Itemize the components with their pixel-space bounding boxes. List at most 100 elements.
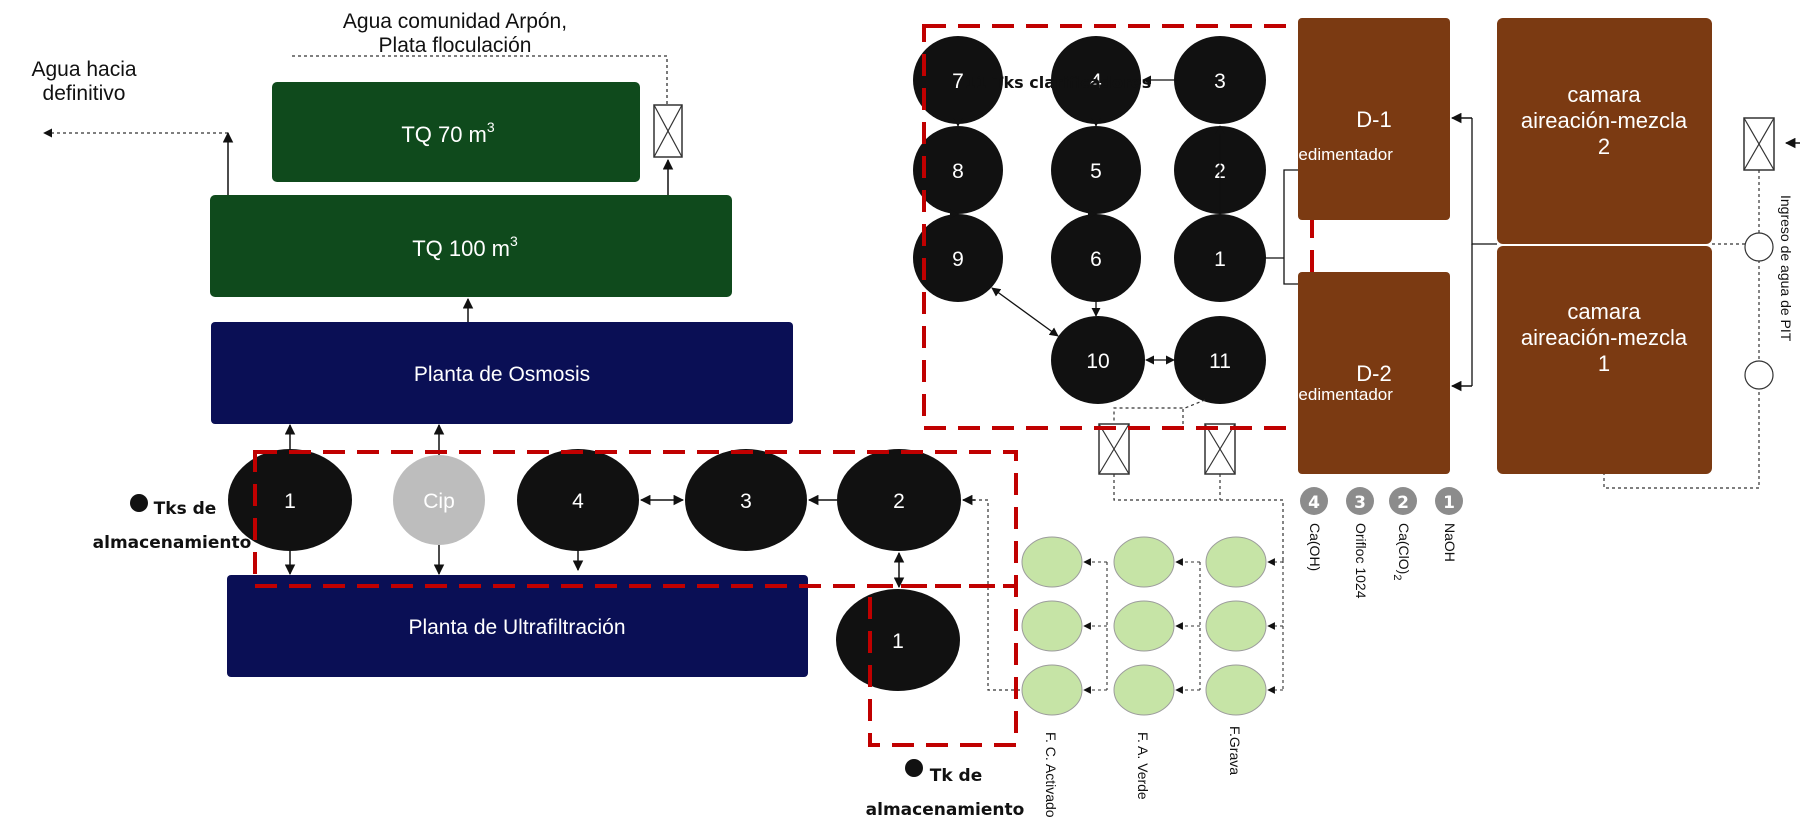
- storage-tank-3: 3: [685, 449, 807, 551]
- svg-text:4: 4: [572, 490, 584, 513]
- svg-text:1: 1: [1214, 248, 1226, 271]
- aeration-2-line2: aireación-mezcla: [1521, 108, 1688, 133]
- chemical-name-2: Ca(ClO)2: [1391, 523, 1412, 580]
- definitive-water-label-2: definitivo: [43, 82, 126, 105]
- aeration-chamber-1: [1497, 246, 1712, 474]
- ultrafiltration-plant-label: Planta de Ultrafiltración: [408, 616, 625, 639]
- clarifier-outlet-line: [1113, 399, 1206, 424]
- clarifier-1: 1: [1174, 214, 1266, 302]
- tks-bullet: [130, 494, 148, 512]
- valve-icon: [1204, 423, 1236, 475]
- clarifier-10: 10: [1051, 316, 1145, 404]
- svg-text:2: 2: [893, 490, 905, 513]
- chemical-badge-4: 4: [1300, 487, 1328, 515]
- ultrafiltration-plant: [227, 575, 808, 677]
- chemical-badge-2: 2: [1389, 487, 1417, 515]
- inlet-label: Ingreso de agua de PIT: [1778, 195, 1794, 342]
- sedimenter-d1: [1298, 18, 1450, 220]
- svg-text:3: 3: [1214, 70, 1226, 93]
- storage-tank-1: 1: [228, 449, 352, 551]
- valves-to-filters-line: [1113, 474, 1284, 560]
- clarifier-7: 7: [913, 36, 1003, 124]
- clarifiers-highlight: [922, 24, 1314, 430]
- filter-label-gravel: F.Grava: [1227, 726, 1243, 775]
- sedimenter-d2-label: D-2: [1356, 361, 1391, 386]
- tq100-label: TQ 100 m3: [412, 233, 518, 261]
- clarifier-9: 9: [913, 214, 1003, 302]
- storage-tank-below: 1: [836, 589, 960, 691]
- chemical-badge-1: 1: [1435, 487, 1463, 515]
- storage-tank-4: 4: [517, 449, 639, 551]
- storage-tank-2: 2: [837, 449, 961, 551]
- aeration-2-line1: camara: [1567, 82, 1641, 107]
- aeration-split-line: [1471, 118, 1497, 245]
- clarifier-3: 3: [1174, 36, 1266, 124]
- chemical-name-3: Orifloc 1024: [1353, 523, 1369, 599]
- svg-text:4: 4: [1308, 493, 1320, 513]
- svg-text:9: 9: [952, 248, 964, 271]
- tks-callout-line2: almacenamiento: [93, 533, 252, 553]
- chemical-name-4: Ca(OH): [1307, 523, 1323, 571]
- arrow-c9-c10: [991, 287, 1059, 337]
- svg-text:6: 6: [1090, 248, 1102, 271]
- svg-text:Cip: Cip: [423, 490, 455, 513]
- aeration-2-line3: 2: [1598, 134, 1610, 159]
- flow-meter-icon: [1744, 232, 1774, 262]
- svg-text:3: 3: [740, 490, 752, 513]
- tks-callout-line1: Tks de: [154, 499, 217, 519]
- svg-text:8: 8: [952, 160, 964, 183]
- svg-text:5: 5: [1090, 160, 1102, 183]
- clarifiers-title: 11 Tks clarificadores: [965, 73, 1151, 92]
- clarifier-outlet-branch: [1182, 408, 1184, 424]
- filters-to-tank2-line: [963, 499, 1020, 691]
- valve-icon: [653, 104, 683, 158]
- aeration-1-line1: camara: [1567, 299, 1641, 324]
- osmosis-plant-label: Planta de Osmosis: [414, 363, 590, 386]
- filter-label-green: F. A. Verde: [1135, 732, 1151, 800]
- flow-meter-icon: [1744, 360, 1774, 390]
- svg-text:1: 1: [1443, 493, 1455, 513]
- chemical-badge-3: 3: [1346, 487, 1374, 515]
- valve-icon: [1098, 423, 1130, 475]
- community-water-label: Agua comunidad Arpón,: [343, 10, 567, 33]
- tk-callout-line2: almacenamiento: [866, 800, 1025, 820]
- filter-arrows: [1083, 558, 1284, 694]
- svg-text:11: 11: [1209, 350, 1231, 373]
- clarifier-6: 6: [1051, 214, 1141, 302]
- tq100-tank: [210, 195, 732, 297]
- osmosis-plant: [211, 322, 793, 424]
- tq70-tank: [272, 82, 640, 182]
- clarifier-8: 8: [913, 126, 1003, 214]
- sedimenter-d2: [1298, 272, 1450, 474]
- tk-callout-line1: Tk de: [930, 766, 983, 786]
- sedimenter-d1-sub: Sedimentador: [1287, 145, 1393, 164]
- clarifier-5: 5: [1051, 126, 1141, 214]
- sedimenter-d2-sub: Sedimentador: [1287, 385, 1393, 404]
- sedimenter-d1-label: D-1: [1356, 107, 1391, 132]
- svg-text:7: 7: [952, 70, 964, 93]
- svg-text:1: 1: [284, 490, 296, 513]
- community-supply-line: [292, 55, 668, 104]
- clarifier-4: 4: [1051, 36, 1141, 124]
- filter-bank: [1021, 536, 1267, 716]
- flocculation-label: Plata floculación: [379, 34, 532, 57]
- inlet-line: [1603, 170, 1760, 489]
- filter-label-activated: F. C. Activado: [1043, 732, 1059, 818]
- clarifier-11: 11: [1174, 316, 1266, 404]
- chemical-name-1: NaOH: [1442, 523, 1458, 562]
- svg-text:4: 4: [1090, 70, 1102, 93]
- aeration-1-line2: aireación-mezcla: [1521, 325, 1688, 350]
- tq70-label: TQ 70 m3: [401, 119, 495, 147]
- aeration-1-line3: 1: [1598, 351, 1610, 376]
- aeration-chamber-2: [1497, 18, 1712, 244]
- valve-icon: [1743, 117, 1775, 171]
- tk-bullet: [905, 759, 923, 777]
- svg-text:1: 1: [892, 630, 904, 653]
- storage-tanks-highlight: [253, 450, 1018, 747]
- definitive-water-label: Agua hacia: [31, 58, 136, 81]
- svg-text:10: 10: [1086, 350, 1109, 373]
- cip-tank: Cip: [393, 455, 485, 545]
- svg-text:2: 2: [1397, 493, 1409, 513]
- clarifier-to-sedimenter-line: [1266, 169, 1298, 285]
